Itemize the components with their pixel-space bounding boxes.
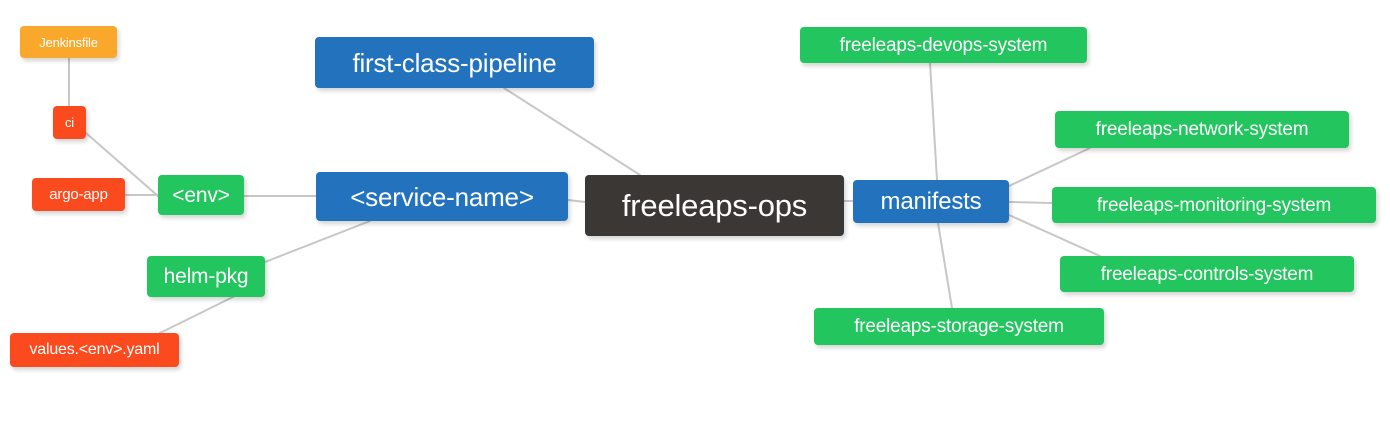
node-manifests[interactable]: manifests (853, 180, 1009, 223)
node-freeleaps-storage-system[interactable]: freeleaps-storage-system (814, 308, 1104, 345)
node-jenkinsfile[interactable]: Jenkinsfile (20, 26, 117, 58)
node-freeleaps-monitoring-system[interactable]: freeleaps-monitoring-system (1052, 187, 1376, 223)
edge-manifests-to-freeleaps-monitoring-system (1008, 201, 1053, 204)
node-argo-app[interactable]: argo-app (32, 178, 125, 211)
node-label-freeleaps-storage-system: freeleaps-storage-system (854, 316, 1064, 337)
edge-manifests-to-freeleaps-network-system (1008, 147, 1091, 187)
node-label-jenkinsfile: Jenkinsfile (39, 34, 98, 50)
node-label-freeleaps-controls-system: freeleaps-controls-system (1100, 263, 1314, 285)
node-label-env: <env> (172, 183, 230, 207)
edge-manifests-to-freeleaps-devops-system (929, 62, 938, 181)
node-label-manifests: manifests (880, 187, 982, 215)
node-env[interactable]: <env> (158, 175, 244, 215)
node-values-env-yaml[interactable]: values.<env>.yaml (10, 333, 179, 367)
edge-service-name-to-freeleaps-ops (567, 199, 586, 203)
node-label-freeleaps-ops: freeleaps-ops (621, 188, 808, 223)
node-freeleaps-network-system[interactable]: freeleaps-network-system (1055, 111, 1349, 148)
node-label-values-env-yaml: values.<env>.yaml (29, 341, 160, 358)
edge-helm-pkg-to-service-name (264, 220, 371, 263)
node-label-argo-app: argo-app (49, 186, 108, 203)
node-label-first-class-pipeline: first-class-pipeline (352, 47, 557, 78)
edge-values-env-yaml-to-helm-pkg (159, 291, 244, 334)
node-label-service-name: <service-name> (350, 181, 534, 212)
node-label-freeleaps-network-system: freeleaps-network-system (1095, 119, 1309, 140)
node-ci[interactable]: ci (53, 106, 86, 139)
edge-manifests-to-freeleaps-storage-system (937, 222, 953, 309)
node-service-name[interactable]: <service-name> (316, 172, 568, 221)
node-label-helm-pkg: helm-pkg (163, 265, 249, 288)
node-freeleaps-controls-system[interactable]: freeleaps-controls-system (1060, 256, 1354, 292)
node-first-class-pipeline[interactable]: first-class-pipeline (315, 37, 594, 88)
node-label-ci: ci (65, 115, 74, 130)
edge-first-class-pipeline-to-freeleaps-ops (503, 87, 641, 176)
node-helm-pkg[interactable]: helm-pkg (147, 256, 265, 297)
node-label-freeleaps-devops-system: freeleaps-devops-system (839, 34, 1048, 56)
node-freeleaps-ops[interactable]: freeleaps-ops (585, 175, 844, 236)
node-label-freeleaps-monitoring-system: freeleaps-monitoring-system (1096, 194, 1332, 216)
node-freeleaps-devops-system[interactable]: freeleaps-devops-system (800, 27, 1087, 63)
